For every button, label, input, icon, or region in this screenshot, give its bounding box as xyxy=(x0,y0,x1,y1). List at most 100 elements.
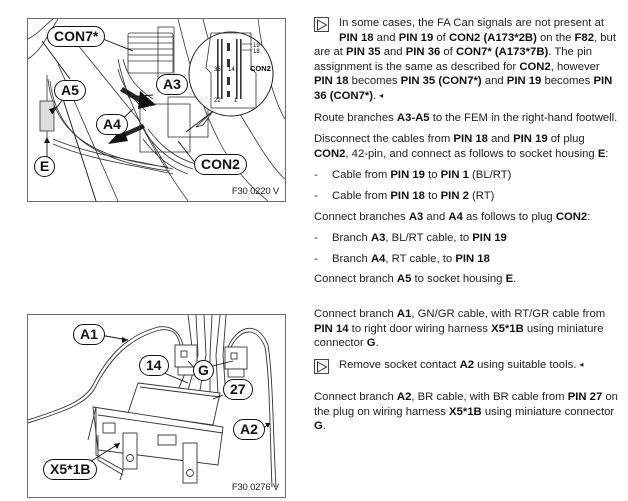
text-run: using miniature connector xyxy=(314,322,604,350)
bold-term: CON2 (A173*2B) xyxy=(448,31,537,44)
text-run: of plug xyxy=(547,133,585,146)
bold-term: G xyxy=(314,420,323,433)
text-run: and xyxy=(487,133,514,146)
text-run: : xyxy=(587,210,591,223)
paragraph-connect-a5: Connect branch A5 to socket housing E. xyxy=(314,272,619,287)
text-run: Remove socket contact xyxy=(339,358,460,371)
paragraph-route-branches: Route branches A3-A5 to the FEM in the r… xyxy=(314,111,619,126)
paragraph-connect-a3-a4: Connect branches A3 and A4 as follows to… xyxy=(314,210,619,225)
bold-term: A4 xyxy=(448,210,463,223)
paragraph-disconnect-cables: Disconnect the cables from PIN 18 and PI… xyxy=(314,132,619,161)
bold-term: E xyxy=(505,273,514,286)
callout-a3: A3 xyxy=(156,74,188,95)
text-run: , GN/GR cable, with RT/GR cable from xyxy=(411,307,606,320)
instruction-text: In some cases, the FA Can signals are no… xyxy=(314,16,619,441)
text-run: . xyxy=(373,89,377,102)
text-run: and xyxy=(380,46,406,59)
bold-term: PIN 14 xyxy=(314,322,349,335)
bold-term: PIN 19 xyxy=(390,169,425,182)
text-run: Connect branch xyxy=(314,273,397,286)
inset-pin-18: 18 xyxy=(253,49,260,55)
callout-pin-14: 14 xyxy=(139,355,169,376)
callout-a5: A5 xyxy=(54,80,86,101)
text-run: Branch xyxy=(332,232,371,245)
bold-term: G xyxy=(366,337,376,350)
text-run: and xyxy=(373,31,399,44)
bold-term: CON7* (A173*7B) xyxy=(455,46,549,59)
text-run: Connect branches xyxy=(314,210,409,223)
callout-a2: A2 xyxy=(233,419,265,440)
end-of-note-icon: ◂ xyxy=(579,359,584,369)
text-run: to xyxy=(424,189,441,202)
text-run: using miniature connector xyxy=(481,405,615,418)
list-item: -Cable from PIN 18 to PIN 2 (RT) xyxy=(314,189,495,202)
text-run: Cable from xyxy=(332,189,391,202)
bold-term: A3-A5 xyxy=(396,111,430,124)
inset-pin-14: 14 xyxy=(228,67,235,73)
bold-term: A3 xyxy=(408,210,424,223)
text-run: . The pin assignment is the same as desc… xyxy=(314,46,593,73)
text-run: . xyxy=(322,420,326,433)
note-triangle-icon xyxy=(314,358,329,374)
bold-term: PIN 18 xyxy=(339,31,374,44)
text-run: of xyxy=(433,31,449,44)
text-run: , however xyxy=(550,60,600,73)
callout-a1: A1 xyxy=(73,324,105,345)
bold-term: A1 xyxy=(396,307,412,320)
text-run: In some cases, the FA Can signals are no… xyxy=(339,17,604,29)
bold-term: PIN 19 xyxy=(472,232,507,245)
inset-pin-22: 22 xyxy=(214,98,221,104)
figure-code: F30 0276 V xyxy=(231,482,279,493)
text-run: to the FEM in the right-hand footwell. xyxy=(429,111,618,124)
figure-code: F30 0220 V xyxy=(231,186,279,197)
callout-con7: CON7* xyxy=(47,26,106,47)
bold-term: PIN 27 xyxy=(567,391,603,404)
callout-x51b: X5*1B xyxy=(43,459,98,480)
x51b-wiring-drawing xyxy=(28,315,277,488)
callout-con2: CON2 xyxy=(194,154,247,175)
text-run: (RT) xyxy=(468,189,495,202)
list-item: -Cable from PIN 19 to PIN 1 (BL/RT) xyxy=(314,169,512,182)
callout-pin-27: 27 xyxy=(223,379,253,400)
inset-con2-label: CON2 xyxy=(250,64,271,73)
bold-term: X5*1B xyxy=(449,405,482,418)
paragraph-connect-a1: Connect branch A1, GN/GR cable, with RT/… xyxy=(314,307,619,351)
text-run: becomes xyxy=(541,75,594,88)
bold-term: PIN 18 xyxy=(314,75,349,88)
bold-term: A4 xyxy=(370,252,386,265)
figure-x51b-wiring: A1 14 G 27 A2 X5*1B F30 0276 V xyxy=(27,314,286,498)
note-text: Remove socket contact A2 using suitable … xyxy=(339,359,576,371)
text-run: Connect branch xyxy=(314,391,397,404)
text-run: Branch xyxy=(332,252,371,265)
bold-term: PIN 18 xyxy=(390,189,425,202)
end-of-note-icon: ◂ xyxy=(379,90,384,100)
list-item: -Branch A4, RT cable, to PIN 18 xyxy=(314,252,490,265)
list-item: -Branch A3, BL/RT cable, to PIN 19 xyxy=(314,232,507,245)
bold-term: PIN 1 xyxy=(440,169,469,182)
bold-term: PIN 18 xyxy=(453,133,488,146)
bold-term: F82 xyxy=(574,31,594,44)
bold-term: PIN 2 xyxy=(440,189,469,202)
bold-term: PIN 18 xyxy=(455,252,490,265)
text-run: Route branches xyxy=(314,111,397,124)
bold-term: CON2 xyxy=(555,210,588,223)
text-run: to xyxy=(424,169,441,182)
text-run: , 42-pin, and connect as follows to sock… xyxy=(345,147,598,160)
inset-pin-35: 35 xyxy=(214,67,221,73)
text-run: on the plug on wiring harness xyxy=(314,391,618,418)
bold-term: A2 xyxy=(459,358,475,371)
text-run: , BL/RT cable, to xyxy=(385,232,473,245)
note-triangle-icon xyxy=(314,17,329,32)
bold-term: PIN 19 xyxy=(506,75,542,88)
bold-term: PIN 36 (CON7*) xyxy=(314,75,613,102)
inset-pin-19: 19 xyxy=(253,43,260,49)
note-text: In some cases, the FA Can signals are no… xyxy=(314,17,616,102)
bold-term: PIN 35 xyxy=(346,46,381,59)
bold-term: PIN 36 xyxy=(405,46,441,59)
text-run: , BR cable, with BR cable from xyxy=(411,391,568,404)
bold-term: CON2 xyxy=(314,147,346,160)
bold-term: A5 xyxy=(396,273,412,286)
text-run: . xyxy=(513,273,517,286)
text-run: to right door wiring harness xyxy=(348,322,492,335)
figure-con2-wiring: 19 18 35 14 22 1 CON2 CON7* A5 A3 A4 E C… xyxy=(27,18,286,202)
